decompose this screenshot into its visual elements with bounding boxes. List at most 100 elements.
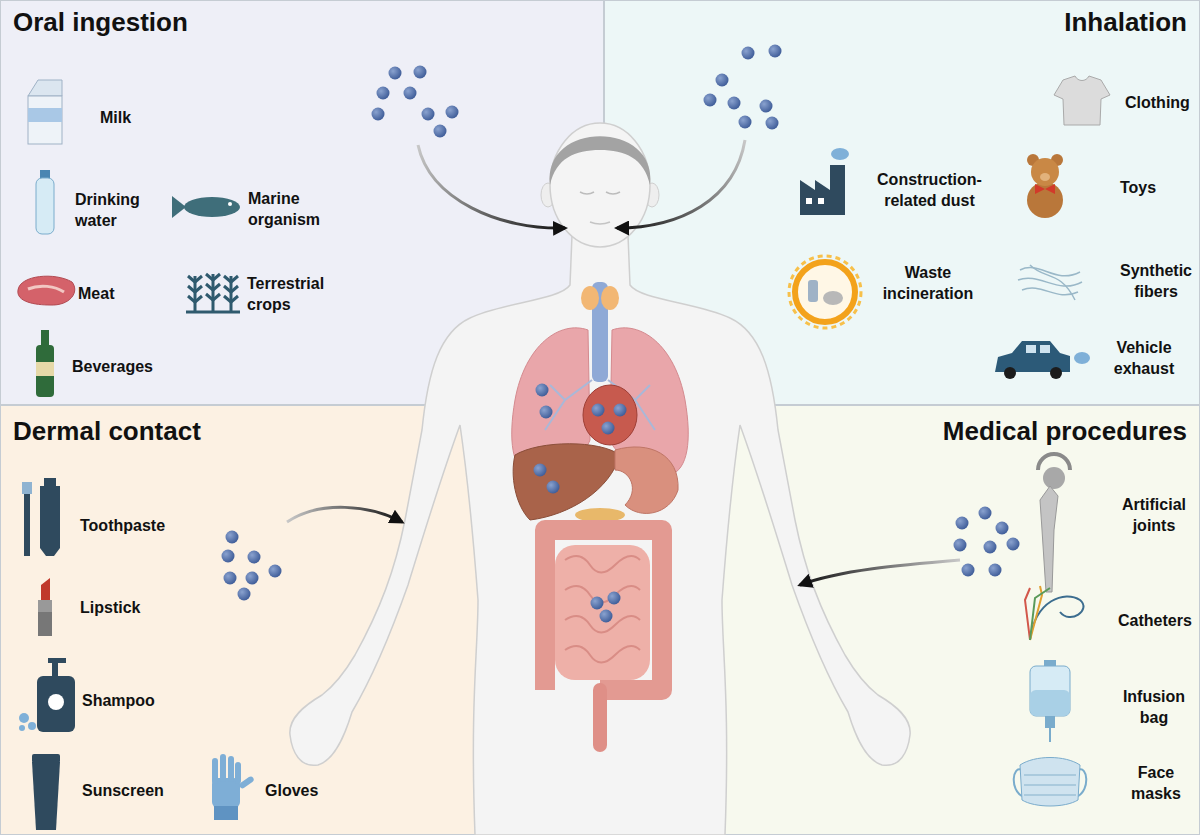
milk-icon (28, 108, 62, 122)
lipstick-icon (38, 612, 52, 636)
car-icon (995, 341, 1090, 379)
exposure-panel: Dermal contact (0, 405, 604, 835)
fish-icon (228, 202, 232, 206)
organ-particles (608, 592, 621, 605)
exposure-arrow (418, 145, 565, 228)
infusion-bag-icon (1049, 728, 1051, 742)
crops-icon (224, 276, 238, 302)
item-label: Milk (100, 107, 180, 128)
fibers-icon (1022, 288, 1078, 295)
organs (575, 508, 625, 522)
particle-cluster (766, 117, 779, 130)
infusion-bag-icon (1045, 716, 1055, 728)
teddy-bear-icon (1031, 158, 1059, 186)
toothpaste-icon (22, 482, 32, 494)
item-label: Drinking water (75, 189, 155, 231)
particle-cluster (962, 564, 975, 577)
factory-icon (831, 148, 849, 160)
beverage-bottle-icon (36, 345, 54, 397)
shampoo-icon (48, 694, 64, 710)
factory-icon (800, 165, 845, 215)
clothing-icon (1054, 76, 1110, 125)
particle-cluster (238, 588, 251, 601)
artificial-joint-icon (1038, 454, 1070, 592)
sunscreen-icon (32, 754, 60, 830)
shampoo-icon (37, 676, 75, 732)
particle-cluster (372, 66, 459, 138)
crops-icon (186, 274, 240, 312)
item-label: Lipstick (80, 597, 180, 618)
meat-icon (18, 276, 75, 305)
particle-cluster (389, 67, 402, 80)
meat-icon (28, 286, 64, 292)
incineration-icon (795, 262, 855, 322)
milk-icon (28, 80, 62, 96)
panel-title: Medical procedures (943, 416, 1187, 447)
body-silhouette (541, 183, 555, 207)
shampoo-icon (48, 658, 66, 663)
sunscreen-icon (32, 754, 60, 763)
panel-title: Dermal contact (13, 416, 201, 447)
exposure-arrow (800, 560, 960, 585)
meat-icon (18, 276, 75, 305)
organ-particles (540, 406, 553, 419)
car-icon (1050, 367, 1062, 379)
glove-icon (212, 754, 255, 820)
exposure-arrow (617, 140, 745, 228)
particle-cluster (372, 108, 385, 121)
organs (545, 380, 655, 430)
particle-cluster (434, 125, 447, 138)
crops-icon (186, 274, 240, 312)
organs (513, 444, 620, 520)
incineration-icon (789, 256, 861, 328)
teddy-bear-icon (1027, 182, 1063, 218)
exposure-panel: Inhalation (604, 0, 1200, 405)
teddy-bear-icon (1035, 184, 1055, 194)
toothpaste-icon (24, 488, 30, 556)
glove-icon (220, 754, 226, 782)
infusion-bag-icon (1030, 690, 1070, 716)
lipstick-icon (41, 578, 50, 600)
body-silhouette (550, 123, 650, 247)
item-label: Shampoo (82, 690, 182, 711)
body-silhouette (580, 192, 620, 194)
incineration-icon (789, 256, 861, 328)
particle-cluster (769, 45, 782, 58)
organs (545, 530, 662, 690)
organ-particles (614, 404, 627, 417)
particle-cluster (954, 539, 967, 552)
item-label: Synthetic fibers (1112, 260, 1200, 302)
teddy-bear-icon (1040, 173, 1050, 181)
shampoo-icon (19, 658, 75, 732)
particle-cluster (222, 550, 235, 563)
particle-cluster (248, 551, 261, 564)
particle-cluster (222, 531, 282, 601)
glove-icon (214, 806, 238, 820)
teddy-bear-icon (1027, 154, 1063, 218)
particle-cluster (742, 47, 755, 60)
artificial-joint-icon (1040, 486, 1058, 592)
organs (512, 282, 689, 745)
panel-title: Inhalation (1064, 7, 1187, 38)
catheter-icon (1030, 586, 1042, 640)
catheter-icon (1025, 586, 1083, 640)
particle-cluster (704, 45, 782, 130)
factory-icon (800, 148, 849, 215)
item-label: Clothing (1125, 92, 1199, 113)
face-mask-icon (1020, 758, 1080, 807)
particle-cluster (446, 106, 459, 119)
artificial-joint-icon (1038, 454, 1070, 470)
face-mask-icon (1014, 758, 1087, 807)
particle-cluster (989, 564, 1002, 577)
factory-icon (818, 198, 824, 204)
particle-cluster (377, 87, 390, 100)
particle-cluster (414, 66, 427, 79)
teddy-bear-icon (1051, 154, 1063, 166)
car-icon (1004, 367, 1016, 379)
lipstick-icon (38, 600, 52, 612)
particle-cluster (956, 517, 969, 530)
organs (565, 556, 640, 663)
glove-icon (228, 756, 234, 782)
